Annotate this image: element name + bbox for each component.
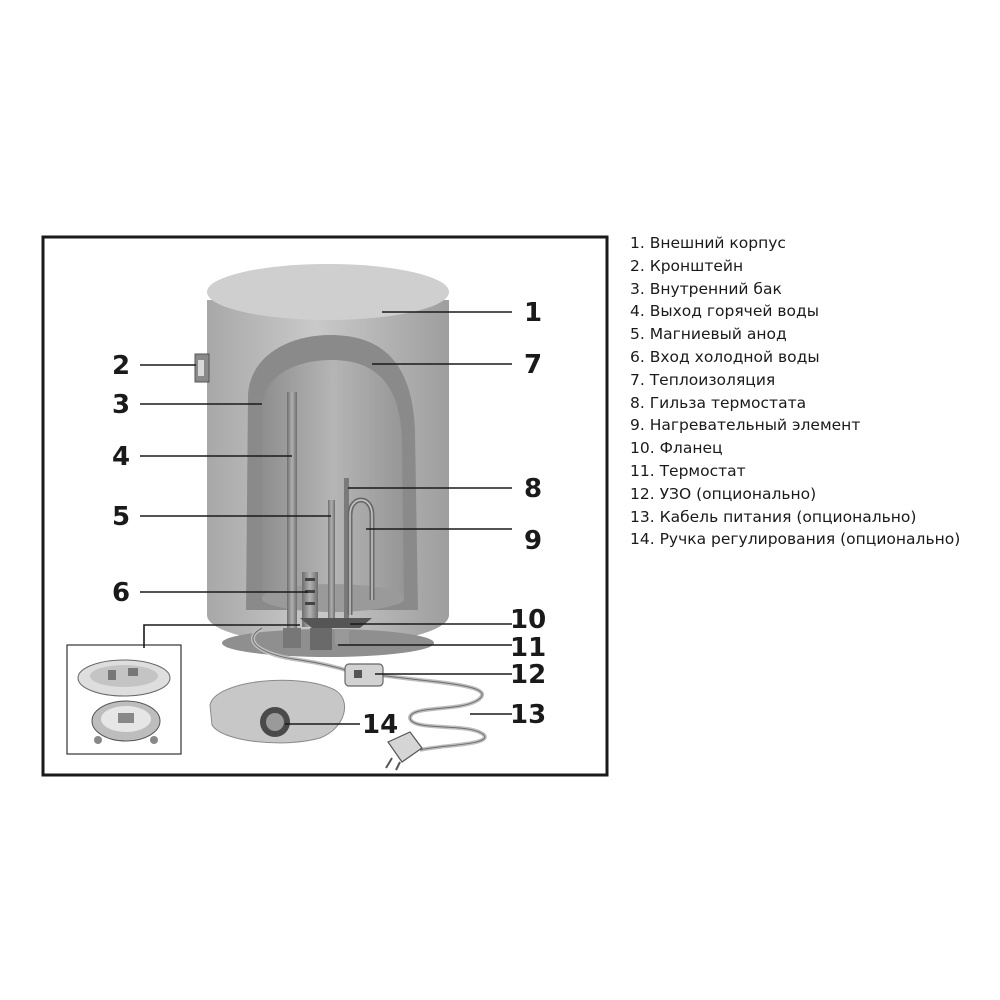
legend-item-14: 14. Ручка регулирования (опционально): [630, 530, 961, 549]
callout-12: 12: [510, 660, 546, 690]
legend-item-5: 5. Магниевый анод: [630, 325, 787, 344]
legend-item-2: 2. Кронштейн: [630, 256, 744, 275]
legend-item-7: 7. Теплоизоляция: [630, 370, 776, 389]
flange: [300, 618, 372, 628]
legend-item-10: 10. Фланец: [630, 439, 723, 458]
rcd-box: [344, 663, 384, 687]
callout-9: 9: [524, 526, 542, 556]
power-plug: [385, 731, 423, 771]
legend-item-4: 4. Выход горячей воды: [630, 302, 819, 321]
inner-tank: [262, 360, 404, 609]
thermostat: [283, 628, 349, 650]
legend-item-8: 8. Гильза термостата: [630, 393, 807, 412]
legend-item-9: 9. Нагревательный элемент: [630, 416, 861, 435]
thermostat-sleeve: [344, 478, 349, 618]
control-cover: [209, 679, 345, 744]
legend-item-13: 13. Кабель питания (опционально): [630, 507, 917, 526]
callout-8: 8: [524, 474, 542, 504]
magnesium-anode: [328, 500, 335, 625]
legend-item-6: 6. Вход холодной воды: [630, 347, 820, 366]
diagram-frame: [41, 235, 609, 777]
bracket: [194, 353, 210, 383]
callout-10: 10: [510, 605, 546, 635]
callout-2: 2: [112, 351, 130, 381]
callout-1: 1: [524, 298, 542, 328]
callout-11: 11: [510, 633, 546, 663]
legend-item-1: 1. Внешний корпус: [630, 234, 786, 252]
callout-13: 13: [510, 700, 546, 730]
hot-water-outlet: [287, 392, 297, 632]
cold-water-inlet: [302, 572, 318, 627]
legend-item-11: 11. Термостат: [630, 461, 746, 480]
legend-list: 1. Внешний корпус 2. Кронштейн 3. Внутре…: [630, 232, 960, 551]
callout-6: 6: [112, 578, 130, 608]
callout-7: 7: [524, 350, 542, 380]
legend-item-3: 3. Внутренний бак: [630, 279, 782, 298]
callout-3: 3: [112, 390, 130, 420]
callout-4: 4: [112, 442, 130, 472]
leader-lines: [140, 311, 512, 725]
callout-5: 5: [112, 502, 130, 532]
flange-detail-inset: [66, 644, 182, 755]
legend-item-12: 12. УЗО (опционально): [630, 484, 817, 503]
callout-14: 14: [362, 710, 398, 740]
